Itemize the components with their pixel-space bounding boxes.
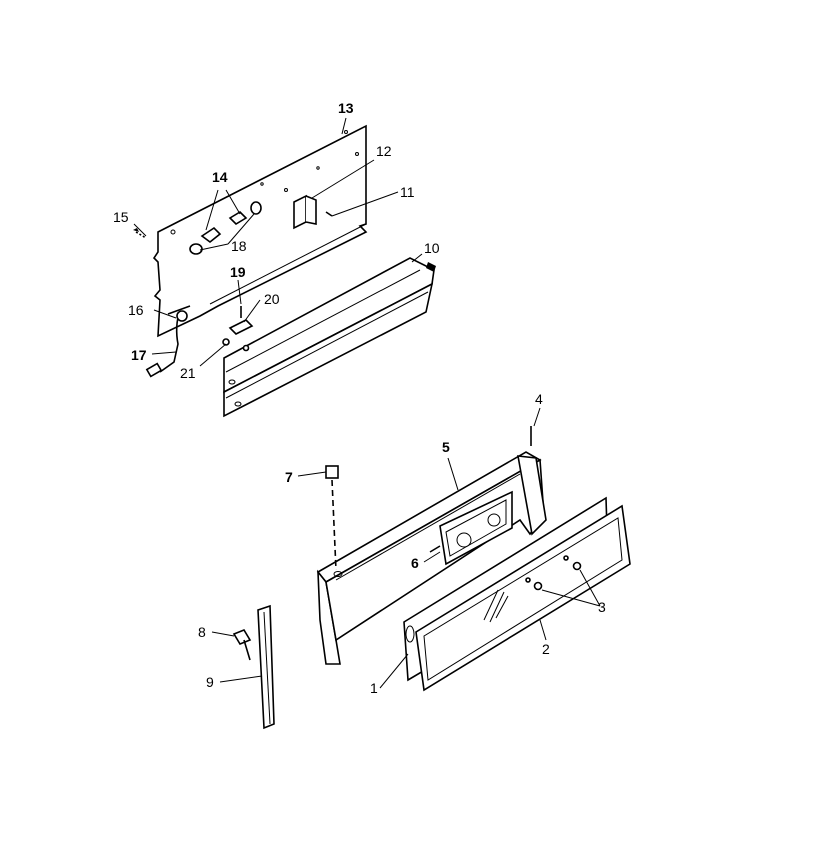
clock-timer-part: [429, 490, 513, 566]
wire-harness-part: [145, 305, 191, 378]
callout-3: 3: [598, 599, 606, 615]
bracket-part: [293, 194, 333, 230]
callout-4: 4: [535, 391, 543, 407]
callout-13: 13: [338, 100, 354, 116]
callout-6: 6: [411, 555, 419, 571]
callout-16: 16: [128, 302, 144, 318]
callout-10: 10: [424, 240, 440, 256]
callout-7: 7: [285, 469, 293, 485]
screw-part: [133, 228, 147, 239]
callout-20: 20: [264, 291, 280, 307]
callout-12: 12: [376, 143, 392, 159]
callout-8: 8: [198, 624, 206, 640]
glass-panel-part: [403, 496, 631, 692]
side-rail-part: [232, 604, 275, 730]
callout-9: 9: [206, 674, 214, 690]
lamp-socket-part: [189, 201, 262, 255]
callout-18: 18: [231, 238, 247, 254]
callout-11: 11: [400, 184, 415, 200]
callout-17: 17: [131, 347, 147, 363]
callout-1: 1: [370, 680, 378, 696]
callout-19: 19: [230, 264, 246, 280]
callout-2: 2: [542, 641, 550, 657]
callout-21: 21: [180, 365, 196, 381]
callout-15: 15: [113, 209, 129, 225]
trim-strip-part: [223, 257, 436, 418]
leader-lines: [133, 117, 601, 689]
knob-part: [325, 465, 339, 571]
control-panel-part: [152, 124, 368, 338]
switch-part: [222, 306, 254, 352]
callout-5: 5: [442, 439, 450, 455]
fastener-part: [525, 555, 582, 591]
callout-14: 14: [212, 169, 228, 185]
